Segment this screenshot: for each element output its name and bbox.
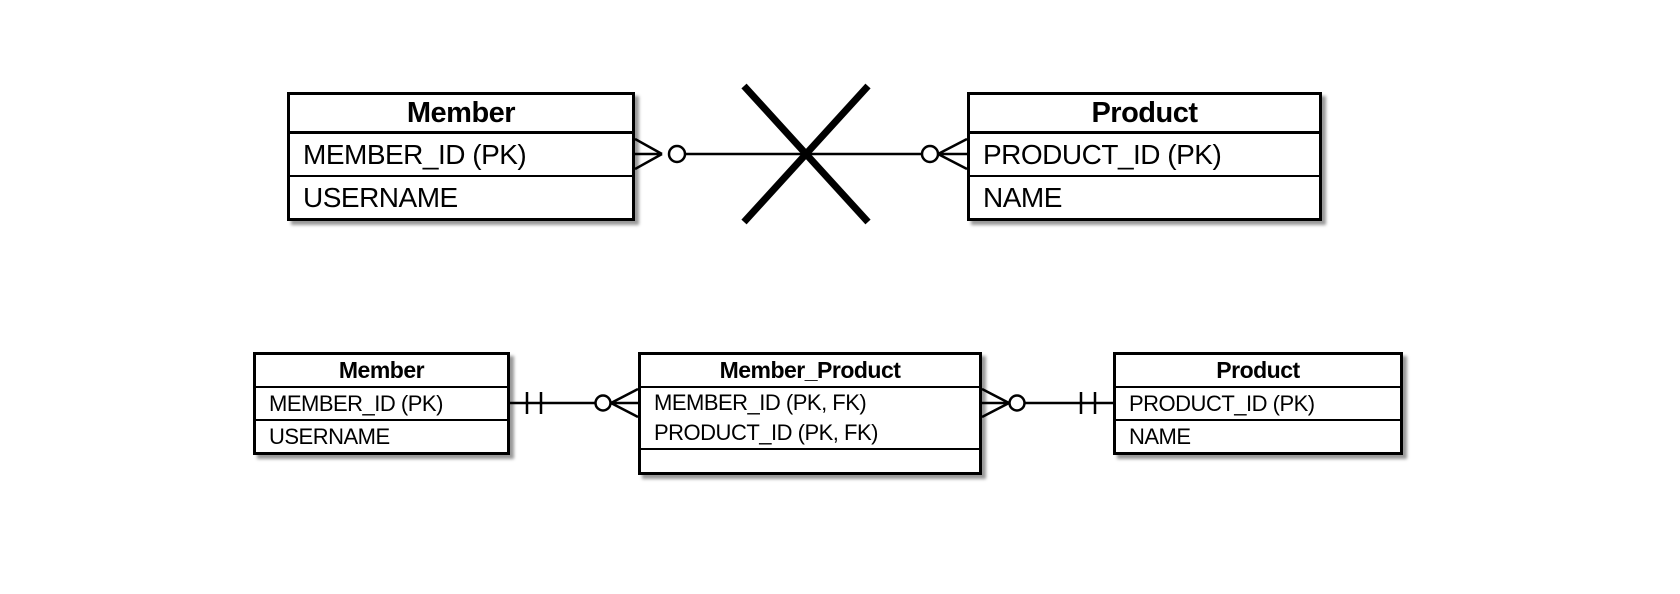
entity-title: Member_Product: [641, 355, 979, 388]
attribute-row: MEMBER_ID (PK): [256, 388, 507, 421]
zero-or-many-icon: [981, 387, 1026, 419]
top-relationship-connector: [634, 83, 968, 225]
entity-member-top: Member MEMBER_ID (PK) USERNAME: [287, 92, 635, 221]
entity-title: Product: [970, 95, 1319, 134]
attribute-row: MEMBER_ID (PK): [290, 134, 632, 177]
junction-product-connector: [981, 387, 1113, 419]
entity-member-product-junction: Member_Product MEMBER_ID (PK, FK) PRODUC…: [638, 352, 982, 475]
zero-or-many-icon: [920, 137, 968, 171]
cross-out-icon: [741, 83, 871, 225]
empty-attribute-row: [641, 450, 979, 472]
attribute-group: MEMBER_ID (PK, FK) PRODUCT_ID (PK, FK): [641, 388, 979, 450]
attribute-row: USERNAME: [269, 423, 390, 449]
attribute-row: PRODUCT_ID (PK): [970, 134, 1319, 177]
entity-product-bottom: Product PRODUCT_ID (PK) NAME: [1113, 352, 1403, 455]
entity-title: Member: [256, 355, 507, 388]
attribute-row: USERNAME: [303, 181, 458, 213]
one-and-only-one-icon: [1079, 392, 1097, 414]
zero-or-many-icon: [634, 137, 687, 171]
attribute-row: PRODUCT_ID (PK, FK): [654, 420, 878, 445]
attribute-row: NAME: [1129, 423, 1191, 449]
entity-member-bottom: Member MEMBER_ID (PK) USERNAME: [253, 352, 510, 455]
attribute-row: MEMBER_ID (PK, FK): [654, 390, 867, 415]
entity-title: Member: [290, 95, 632, 134]
attribute-row: PRODUCT_ID (PK): [1116, 388, 1400, 421]
member-junction-connector: [510, 387, 639, 419]
zero-or-many-icon: [594, 387, 639, 419]
attribute-row: NAME: [983, 181, 1062, 213]
entity-title: Product: [1116, 355, 1400, 388]
one-and-only-one-icon: [525, 392, 543, 414]
entity-product-top: Product PRODUCT_ID (PK) NAME: [967, 92, 1322, 221]
